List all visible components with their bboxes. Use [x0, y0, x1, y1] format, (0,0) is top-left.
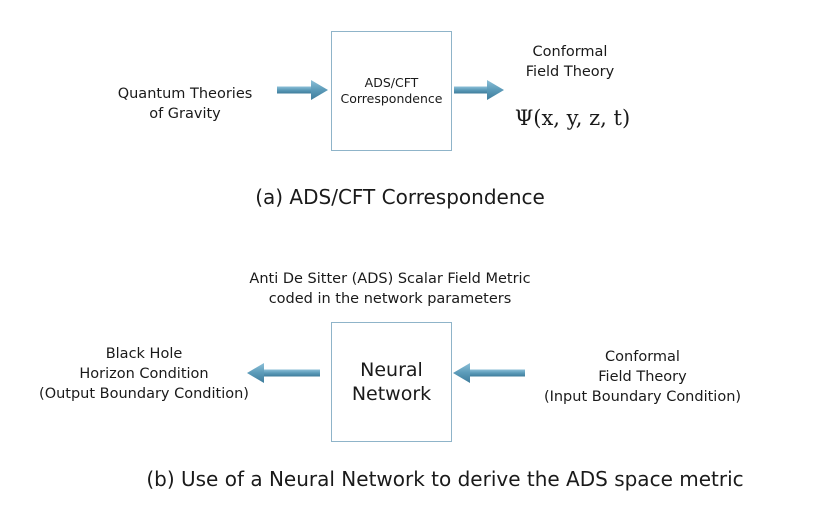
quantum-gravity-label: Quantum Theories of Gravity: [100, 84, 270, 124]
ads-metric-label-line1: Anti De Sitter (ADS) Scalar Field Metric: [249, 271, 531, 287]
cft-input-label-line1: Conformal: [605, 349, 680, 365]
neural-network-box-line1: Neural: [360, 359, 423, 381]
neural-network-box-line2: Network: [351, 383, 432, 405]
black-hole-label-line3: (Output Boundary Condition): [39, 386, 249, 402]
arrow-input-to-adscft: [277, 80, 328, 100]
quantum-gravity-label-line1: Quantum Theories: [117, 86, 253, 102]
adscft-box-line1: ADS/CFT: [364, 75, 419, 90]
cft-input-label-line3: (Input Boundary Condition): [543, 389, 742, 405]
arrow-adscft-to-cft: [454, 80, 504, 100]
black-hole-label-line2: Horizon Condition: [79, 366, 209, 382]
arrow-network-to-blackhole: [247, 363, 320, 383]
cft-label-line2: Field Theory: [525, 64, 615, 80]
adscft-box-line2: Correspondence: [340, 91, 443, 106]
quantum-gravity-label-line2: of Gravity: [149, 106, 221, 122]
cft-label: Conformal Field Theory: [500, 42, 640, 82]
cft-label-line1: Conformal: [532, 44, 608, 60]
ads-metric-label-line2: coded in the network parameters: [268, 291, 512, 307]
cft-wavefunction-formula: Ψ(x, y, z, t): [505, 105, 640, 131]
arrow-cft-to-network: [453, 363, 525, 383]
ads-metric-label: Anti De Sitter (ADS) Scalar Field Metric…: [190, 269, 590, 309]
adscft-box: ADS/CFT Correspondence: [331, 31, 452, 151]
black-hole-label-line1: Black Hole: [105, 346, 183, 362]
cft-input-label: Conformal Field Theory (Input Boundary C…: [510, 347, 775, 407]
black-hole-label: Black Hole Horizon Condition (Output Bou…: [2, 344, 286, 404]
neural-network-box: Neural Network: [331, 322, 452, 442]
caption-a: (a) ADS/CFT Correspondence: [255, 185, 545, 209]
cft-input-label-line2: Field Theory: [598, 369, 687, 385]
caption-b: (b) Use of a Neural Network to derive th…: [146, 467, 744, 491]
formula-text: Ψ(x, y, z, t): [514, 106, 631, 130]
